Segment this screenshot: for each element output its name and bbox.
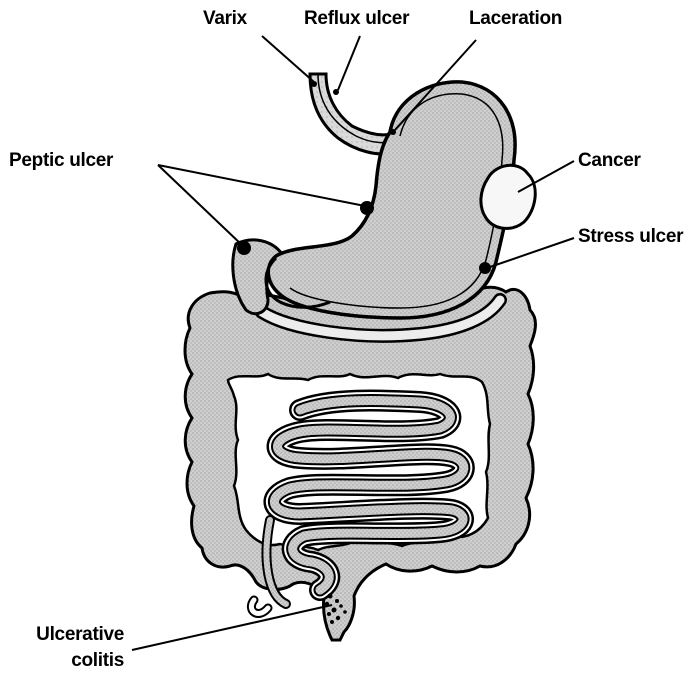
label-cancer: Cancer [578,150,641,172]
leader-reflux-ulcer [338,36,360,90]
stomach [268,82,515,318]
leader-ulcerative-colitis [132,605,332,650]
cancer-tumor [481,165,535,228]
label-laceration: Laceration [469,8,562,30]
label-peptic-ulcer: Peptic ulcer [9,150,113,172]
leader-peptic-ulcer-1 [158,165,365,206]
leader-varix [262,36,314,82]
leader-peptic-ulcer-2 [158,165,243,246]
label-ulcerative-colitis-line1: Ulcerative [22,624,124,646]
label-reflux-ulcer: Reflux ulcer [304,8,409,30]
peptic-ulcer-lesion-stomach [360,201,374,215]
label-varix: Varix [203,8,247,30]
label-stress-ulcer: Stress ulcer [578,226,683,248]
label-ulcerative-colitis-line2: colitis [22,650,124,672]
